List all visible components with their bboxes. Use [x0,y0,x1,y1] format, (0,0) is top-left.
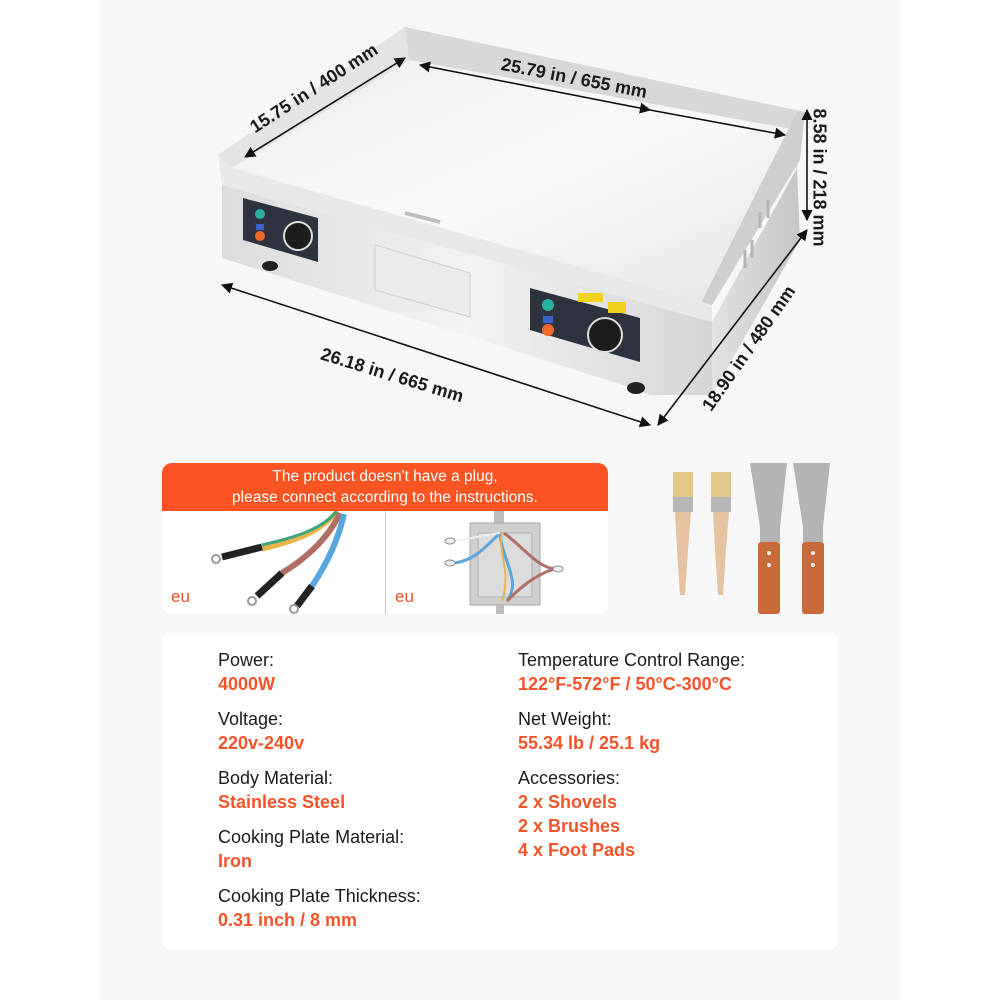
spec-voltage: Voltage: 220v-240v [218,707,421,755]
spec-value: Iron [218,851,252,871]
spec-value: 220v-240v [218,733,305,753]
spec-value: 55.34 lb / 25.1 kg [518,733,661,753]
eu-label-left: eu [171,587,190,606]
spec-value: 4 x Foot Pads [518,840,636,860]
spec-value: 122°F-572°F / 50°C-300°C [518,674,732,694]
specs-left-column: Power: 4000W Voltage: 220v-240v Body Mat… [218,648,421,943]
griddle-illustration: 25.79 in / 655 mm 15.75 in / 400 mm 8.58… [0,0,1000,450]
spec-label: Accessories: [518,768,621,788]
junction-box-image [444,511,564,614]
brush-icon [673,472,693,595]
spec-label: Cooking Plate Thickness: [218,886,421,906]
specs-right-column: Temperature Control Range: 122°F-572°F /… [518,648,745,873]
spec-body-material: Body Material: Stainless Steel [218,766,421,814]
spec-plate-material: Cooking Plate Material: Iron [218,825,421,873]
spec-value: 0.31 inch / 8 mm [218,910,358,930]
power-cable-wires-image [211,511,347,614]
no-plug-notice: The product doesn't have a plug, please … [162,463,608,511]
notice-line-2: please connect according to the instruct… [232,489,538,506]
notice-line-1: The product doesn't have a plug, [272,468,498,485]
spec-net-weight: Net Weight: 55.34 lb / 25.1 kg [518,707,745,755]
spec-value: 2 x Shovels [518,792,618,812]
shovel-icon [793,463,830,614]
eu-label-right: eu [395,587,414,606]
spec-label: Power: [218,650,275,670]
spec-temperature-range: Temperature Control Range: 122°F-572°F /… [518,648,745,696]
spec-label: Temperature Control Range: [518,650,746,670]
dimension-height: 8.58 in / 218 mm [809,108,830,247]
brush-icon [711,472,731,595]
spec-label: Body Material: [218,768,334,788]
wiring-divider [385,511,386,614]
shovel-icon [750,463,787,614]
spec-value: 4000W [218,674,276,694]
griddle-image [218,27,813,428]
spec-plate-thickness: Cooking Plate Thickness: 0.31 inch / 8 m… [218,884,421,932]
spec-value: Stainless Steel [218,792,346,812]
spec-label: Voltage: [218,709,284,729]
spec-power: Power: 4000W [218,648,421,696]
spec-label: Cooking Plate Material: [218,827,405,847]
spec-value: 2 x Brushes [518,816,621,836]
spec-label: Net Weight: [518,709,612,729]
spec-accessories: Accessories: 2 x Shovels 2 x Brushes 4 x… [518,766,745,862]
accessories-image [640,455,840,625]
wiring-instructions-card: The product doesn't have a plug, please … [162,463,608,614]
specifications-card: Power: 4000W Voltage: 220v-240v Body Mat… [162,633,838,950]
